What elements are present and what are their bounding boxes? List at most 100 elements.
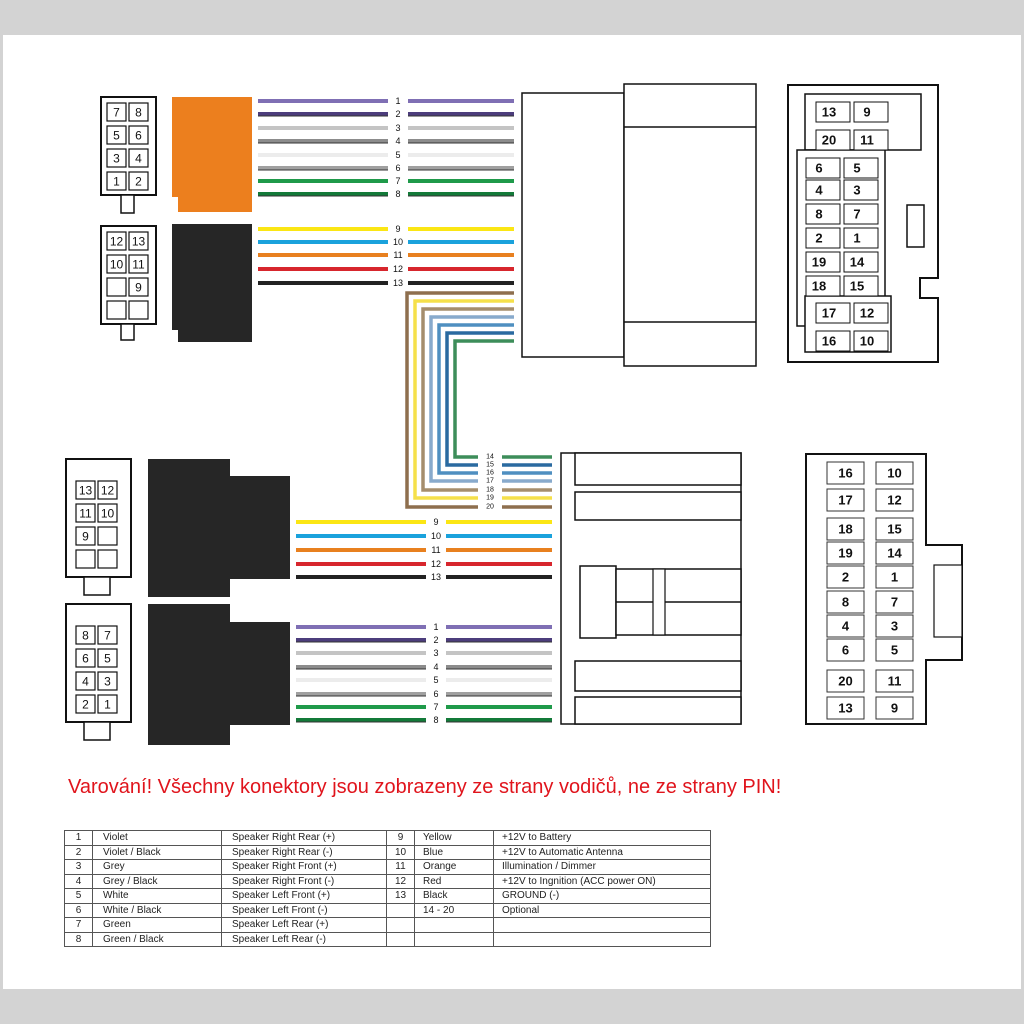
- top-wire-a-label: 4: [395, 136, 400, 146]
- top_left_plug_13-pin-cell: [106, 300, 127, 320]
- legend-cell-n1: 6: [64, 902, 93, 918]
- legend-cell-f1: Speaker Right Rear (+): [221, 830, 387, 846]
- bottom_left_plug_8-pin-cell: [75, 694, 96, 714]
- bottom_left_plug_8-pin-label: 8: [82, 629, 89, 643]
- top-right-pin-label: 1: [853, 231, 860, 246]
- legend-cell-n2: 11: [386, 859, 415, 875]
- top-right-pin-label: 10: [860, 334, 874, 349]
- bottom-right-pin-label: 9: [891, 701, 898, 716]
- top_left_plug_8-pin-cell: [128, 102, 149, 122]
- legend-cell-n1: 8: [64, 931, 93, 947]
- bottom_left_plug_8-pin-cell: [97, 694, 118, 714]
- top-right-pin-label: 18: [812, 279, 826, 294]
- legend-cell-c1: White: [92, 888, 222, 904]
- bottom-wire-a-label: 1: [433, 622, 438, 632]
- bottom-wire-a-right: [446, 665, 552, 670]
- bottom_left_plug_8-pin-label: 6: [82, 652, 89, 666]
- bottom-right-pin-cell: [826, 696, 865, 720]
- bottom-right-pin-cell: [826, 590, 865, 614]
- legend-cell-c2: Red: [414, 873, 494, 889]
- legend-cell-f1: Speaker Right Front (+): [221, 859, 387, 875]
- top_left_plug_8-pin-label: 3: [113, 152, 120, 166]
- legend-cell-f2: [493, 931, 711, 947]
- optional-wire-label: 15: [486, 462, 494, 469]
- bottom-right-pin-cell: [875, 565, 914, 589]
- bottom-right-pin-label: 14: [887, 546, 902, 561]
- bottom-right-pin-label: 16: [838, 466, 852, 481]
- bottom-wire-a-left: [296, 665, 426, 670]
- bottom-right-pin-cell: [875, 696, 914, 720]
- top-wire-b-label: 9: [395, 224, 400, 234]
- legend-cell-c1: Green / Black: [92, 931, 222, 947]
- bottom-right-pin-label: 3: [891, 619, 898, 634]
- bottom-wire-b-label: 11: [431, 545, 440, 555]
- top-right-pin-label: 14: [850, 255, 865, 270]
- bottom-black-connector-nose: [230, 622, 290, 725]
- bottom_left_plug_8-pin-cell: [97, 671, 118, 691]
- bottom-right-pin-cell: [875, 517, 914, 541]
- bottom-right-pin-cell: [826, 461, 865, 485]
- top-right-pin-label: 15: [850, 279, 864, 294]
- legend-cell-n2: 13: [386, 888, 415, 904]
- legend-cell-f2: [493, 917, 711, 933]
- bottom-right-pin-label: 10: [887, 466, 901, 481]
- top_left_plug_8-pin-label: 7: [113, 106, 120, 120]
- top-wire-a-left: [258, 112, 388, 117]
- bottom-right-pin-cell: [875, 590, 914, 614]
- top-right-pin-cell: [805, 179, 841, 201]
- bottom-right-pin-label: 2: [842, 570, 849, 585]
- legend-cell-n2: [386, 902, 415, 918]
- legend-cell-c2: Orange: [414, 859, 494, 875]
- top_left_plug_8-pin-cell: [128, 171, 149, 191]
- top-wire-a-label: 8: [395, 189, 400, 199]
- top-right-pin-label: 11: [860, 133, 874, 148]
- optional-wire-label: 14: [486, 454, 494, 461]
- top-wire-b-label: 10: [393, 237, 403, 247]
- bottom-radio-connector-rib: [574, 660, 742, 692]
- orange-connector-housing: [172, 97, 252, 197]
- bottom-right-pin-label: 12: [887, 493, 901, 508]
- legend-cell-n2: [386, 917, 415, 933]
- top-right-pin-label: 6: [815, 161, 822, 176]
- top_left_plug_13-latch: [120, 323, 135, 341]
- bottom-radio-connector-rib: [574, 696, 742, 725]
- bottom-right-pin-label: 4: [842, 619, 850, 634]
- top_left_plug_8-pin-label: 8: [135, 106, 142, 120]
- optional-wire-loop: [429, 315, 514, 483]
- bottom-right-pin-cell: [875, 614, 914, 638]
- bottom-right-pin-label: 18: [838, 522, 852, 537]
- bottom_left_plug_8-pin-label: 7: [104, 629, 111, 643]
- legend-cell-n1: 7: [64, 917, 93, 933]
- top-right-pin-label: 9: [863, 105, 870, 120]
- top-wire-a-left: [258, 139, 388, 144]
- bottom-right-pin-cell: [826, 565, 865, 589]
- top_left_plug_13-pin-cell: [106, 254, 127, 274]
- top-right-pin-label: 5: [853, 161, 860, 176]
- bottom_left_plug_8-pin-cell: [75, 671, 96, 691]
- bottom_left_plug_13-pin-cell: [97, 503, 118, 523]
- top-right-pin-cell: [805, 275, 841, 297]
- top-radio-connector-body: [521, 92, 625, 358]
- optional-wire-label: 20: [486, 504, 494, 511]
- bottom-wire-a-right: [446, 692, 552, 697]
- bottom-wire-b-label: 9: [433, 517, 438, 527]
- top-right-pin-cell: [815, 302, 851, 324]
- optional-wire-loop: [437, 323, 514, 475]
- legend-cell-f1: Speaker Left Front (-): [221, 902, 387, 918]
- legend-cell-n2: 9: [386, 830, 415, 846]
- top-right-pin-label: 20: [822, 133, 836, 148]
- legend-cell-f2: Illumination / Dimmer: [493, 859, 711, 875]
- top-right-pin-cell: [853, 330, 889, 352]
- top-right-pin-cell: [805, 251, 841, 273]
- bottom-wire-a-label: 6: [433, 689, 438, 699]
- top-wire-a-right: [408, 112, 514, 117]
- top_left_plug_13-pin-cell: [106, 277, 127, 297]
- bottom-wire-a-right: [446, 638, 552, 643]
